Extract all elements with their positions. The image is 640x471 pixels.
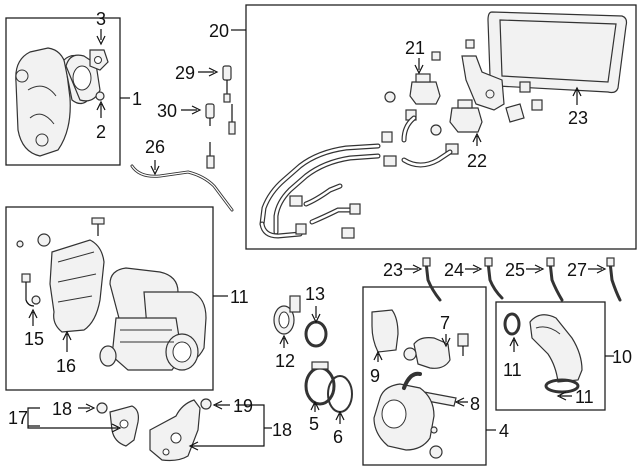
bracket-9 [371,309,399,353]
clamp-11-top [503,312,521,336]
heat-shield-16 [49,239,105,333]
actuator-7 [403,333,469,369]
egr-bolt [95,91,105,101]
pressure-sensor-23-bottom [449,99,483,133]
egr-bracket [431,39,543,123]
clamp-11-bottom [544,378,580,394]
callout-5: 5 [309,414,319,434]
callout-22: 20 [209,21,229,41]
callout-9: 9 [370,366,380,386]
sensor-30 [205,103,236,135]
callout-10: 10 [612,347,632,367]
clamp-13 [273,295,301,335]
sensor-pipe-17 [130,142,234,212]
callout-20: 18 [272,420,292,440]
callout-19: 18 [52,399,72,419]
callout-14: 13 [305,284,325,304]
callout-25: 23 [383,260,403,280]
group-box-egr-valve [5,17,121,166]
bolt-19 [96,402,108,414]
hose-26 [486,260,504,300]
callout-6: 6 [333,427,343,447]
hose-25 [424,260,442,302]
callout-12: 11 [230,287,249,307]
callout-23-top: 21 [405,38,425,58]
group-box-egr-cooler [245,4,637,250]
catalytic-converter [99,267,207,371]
pressure-sensor-23-top [409,73,441,105]
sensor-15 [21,273,41,307]
converter-bolts [16,217,105,248]
hose-28 [608,260,622,302]
group-box-throttle [362,286,487,466]
egr-cooler-24 [487,11,628,94]
callout-3: 3 [96,9,106,29]
gasket-14 [304,320,328,348]
bolt-21 [200,398,212,410]
callout-15: 15 [24,329,44,349]
group-box-converter [5,206,214,391]
callout-2: 2 [96,122,106,142]
clamp-5 [304,361,336,406]
bracket-18 [109,405,139,447]
sensor-29 [222,65,232,103]
bracket-20 [149,399,201,462]
callout-21: 19 [233,396,253,416]
callout-11-left: 11 [503,360,522,380]
callout-4: 4 [499,421,509,441]
callout-8: 8 [470,394,480,414]
callout-23-bottom: 22 [467,151,487,171]
callout-28: 27 [567,260,587,280]
hose-clamps [381,91,459,167]
callout-27: 25 [505,260,525,280]
callout-26: 24 [444,260,464,280]
coolant-hoses [259,115,453,239]
callout-29: 29 [175,63,195,83]
callout-24: 23 [568,108,588,128]
hose-27 [548,260,564,302]
callout-13: 12 [275,351,295,371]
egr-seal-ring [89,49,109,71]
callout-11-right: 11 [575,387,594,407]
throttle-housing [373,371,443,459]
callout-7: 7 [440,313,450,333]
callout-18: 17 [8,408,28,428]
intake-pipe [529,314,583,383]
callout-17: 26 [145,137,165,157]
callout-30: 30 [157,101,177,121]
callout-16: 16 [56,356,76,376]
callout-1: 1 [132,89,142,109]
